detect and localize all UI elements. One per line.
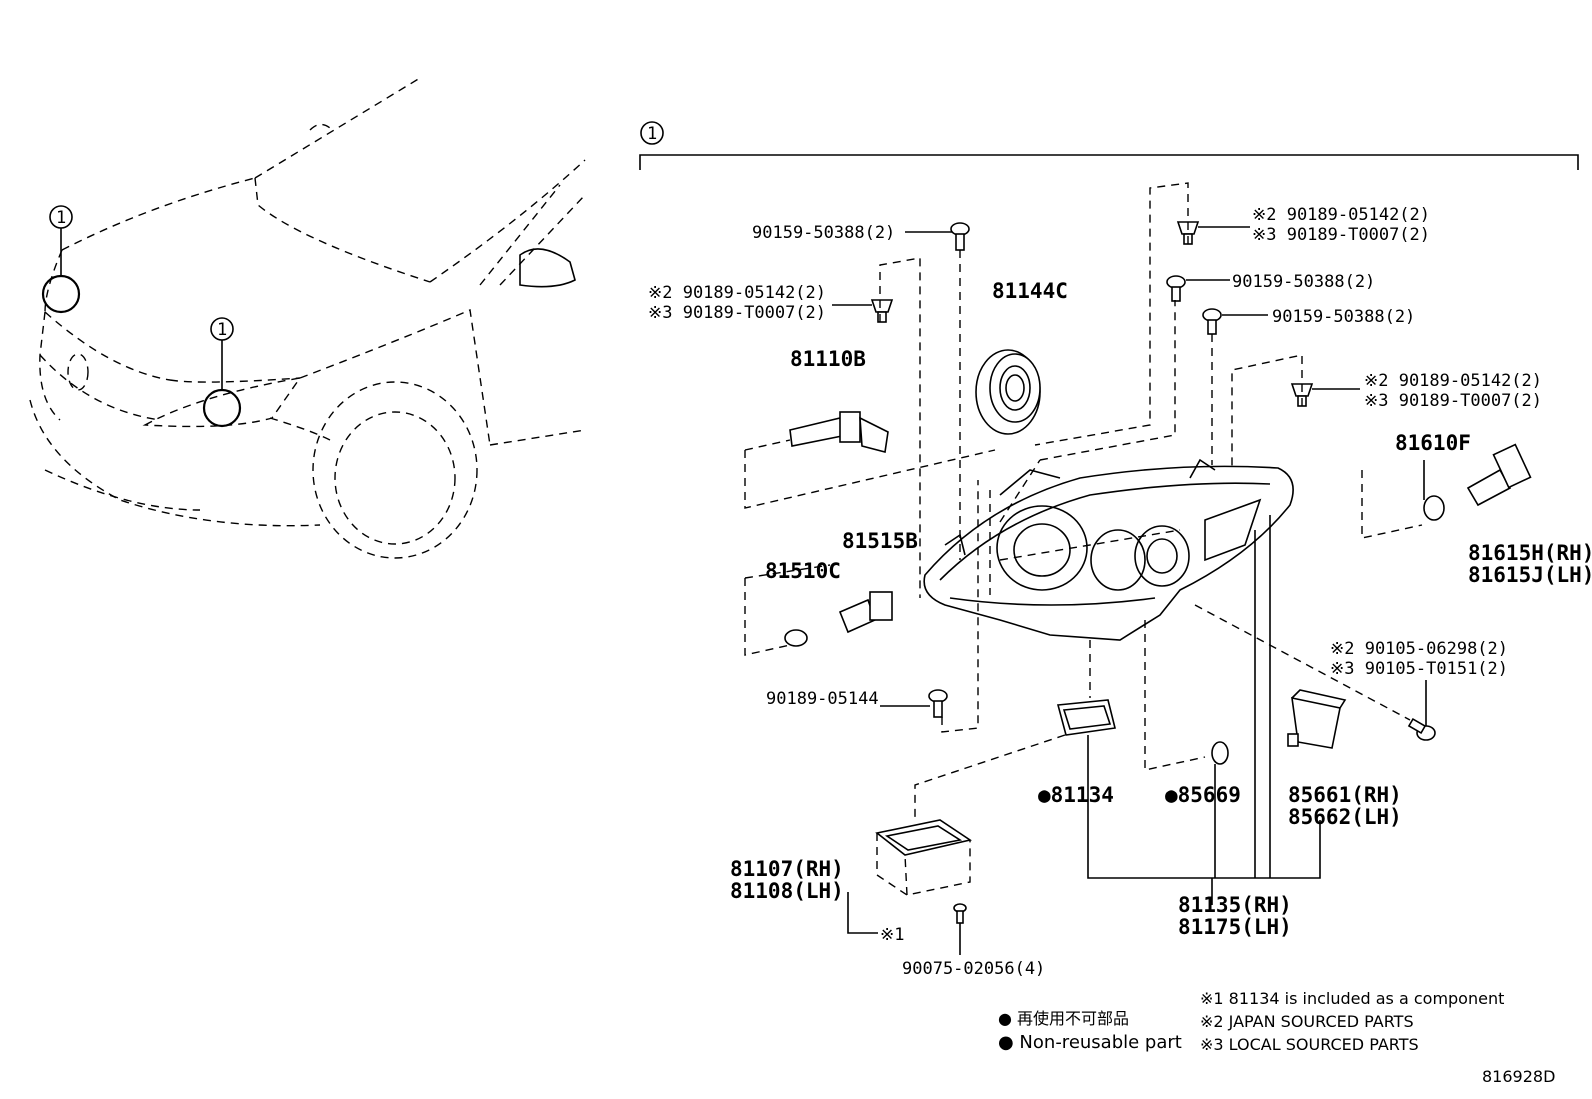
diagram-id: 816928D xyxy=(1482,1067,1555,1086)
oring-85669 xyxy=(1211,741,1229,765)
label-right-clip2-a: ※2 90189-05142(2) xyxy=(1364,371,1542,391)
note-3: ※3 LOCAL SOURCED PARTS xyxy=(1200,1035,1419,1054)
bulb-81510C xyxy=(784,629,808,647)
headlamp-housing xyxy=(923,458,1294,641)
label-81175: 81175(LH) xyxy=(1178,915,1292,939)
label-90159-r1: 90159-50388(2) xyxy=(1232,272,1375,292)
assembly-bracket: 1 xyxy=(639,121,1579,170)
socket-81615H xyxy=(1466,443,1532,507)
vehicle-callout-1b-label: 1 xyxy=(217,320,227,340)
screw-90075 xyxy=(953,903,967,924)
label-90075: 90075-02056(4) xyxy=(902,959,1045,979)
vehicle-callout-1a xyxy=(49,205,73,229)
vehicle-callout-1b xyxy=(210,317,234,341)
screw-90159-top xyxy=(950,222,970,251)
label-ref1: ※1 xyxy=(880,925,904,945)
label-85661: 85661(RH) xyxy=(1288,783,1402,807)
legend-en: ● Non-reusable part xyxy=(998,1032,1182,1053)
bulb-81610F xyxy=(1423,495,1445,521)
bulb-81110B xyxy=(789,411,889,453)
label-85669: ●85669 xyxy=(1165,783,1241,807)
leader-lines xyxy=(832,226,1427,955)
legend: ● 再使用不可部品 ● Non-reusable part xyxy=(998,1009,1182,1053)
screw-90159-r1 xyxy=(1166,275,1186,302)
dashed-guides xyxy=(744,182,1423,818)
label-81108: 81108(LH) xyxy=(730,879,844,903)
label-81144C: 81144C xyxy=(992,279,1068,303)
clip-left xyxy=(870,299,894,323)
screw-90159-r2 xyxy=(1202,308,1222,335)
label-bolt-b: ※3 90105-T0151(2) xyxy=(1330,659,1508,679)
label-left-clip-b: ※3 90189-T0007(2) xyxy=(648,303,826,323)
notes: ※1 81134 is included as a component ※2 J… xyxy=(1200,989,1555,1086)
label-81610F: 81610F xyxy=(1395,431,1471,455)
socket-81515B xyxy=(838,591,893,634)
label-81615H: 81615H(RH) xyxy=(1468,541,1592,565)
label-81515B: 81515B xyxy=(842,529,918,553)
cover-81144C xyxy=(975,349,1041,435)
label-90189-05144: 90189-05144 xyxy=(766,689,879,709)
label-81134: ●81134 xyxy=(1038,783,1114,807)
label-81510C: 81510C xyxy=(765,559,841,583)
label-81110B: 81110B xyxy=(790,347,866,371)
ballast-81107 xyxy=(875,819,972,896)
label-81615J: 81615J(LH) xyxy=(1468,563,1592,587)
bolt-90105 xyxy=(1407,717,1436,741)
label-81107: 81107(RH) xyxy=(730,857,844,881)
screw-90189-05144 xyxy=(928,689,948,718)
label-85662: 85662(LH) xyxy=(1288,805,1402,829)
label-bolt-a: ※2 90105-06298(2) xyxy=(1330,639,1508,659)
actuator-85661 xyxy=(1287,689,1347,749)
label-right-clip1-b: ※3 90189-T0007(2) xyxy=(1252,225,1430,245)
note-1: ※1 81134 is included as a component xyxy=(1200,989,1504,1008)
legend-jp: ● 再使用不可部品 xyxy=(998,1009,1129,1028)
label-81135: 81135(RH) xyxy=(1178,893,1292,917)
label-90159-top: 90159-50388(2) xyxy=(752,223,895,243)
assembly-callout-label: 1 xyxy=(647,124,657,144)
vehicle-front-view: 1 1 xyxy=(29,77,586,559)
vehicle-callout-1a-label: 1 xyxy=(56,208,66,228)
part-labels: 90159-50388(2) ※2 90189-05142(2) ※3 9018… xyxy=(648,205,1592,979)
label-90159-r2: 90159-50388(2) xyxy=(1272,307,1415,327)
label-left-clip-a: ※2 90189-05142(2) xyxy=(648,283,826,303)
gasket-81134 xyxy=(1056,699,1116,736)
note-2: ※2 JAPAN SOURCED PARTS xyxy=(1200,1012,1414,1031)
label-right-clip1-a: ※2 90189-05142(2) xyxy=(1252,205,1430,225)
label-right-clip2-b: ※3 90189-T0007(2) xyxy=(1364,391,1542,411)
